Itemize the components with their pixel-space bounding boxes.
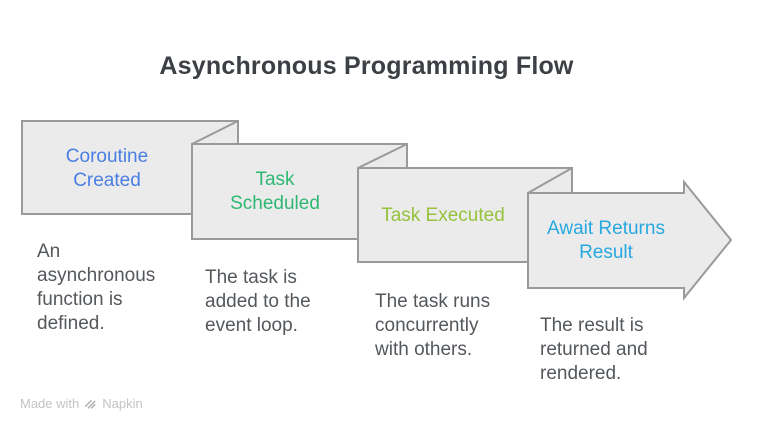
step-label-task-executed: Task Executed (381, 205, 505, 226)
step-description-4: The result is returned and rendered. (540, 315, 648, 384)
step-description-1: An asynchronous function is defined. (37, 241, 156, 334)
attribution-footer: Made with Napkin (20, 396, 143, 411)
step-label-await-returns-result: Await Returns Result (547, 218, 665, 263)
brand-label: Napkin (102, 396, 143, 411)
step-description-3: The task runs concurrently with others. (375, 291, 491, 360)
napkin-logo-icon (84, 397, 97, 410)
step-label-task-scheduled: Task Scheduled (230, 169, 320, 214)
step-label-coroutine-created: Coroutine Created (65, 146, 149, 191)
fold-line-1 (191, 120, 239, 145)
page-title: Asynchronous Programming Flow (159, 52, 574, 80)
step-arrow-shape (527, 179, 733, 301)
made-with-label: Made with (20, 396, 80, 411)
fold-line-2 (357, 143, 408, 169)
step-description-2: The task is added to the event loop. (205, 267, 311, 336)
fold-line-3 (527, 167, 573, 194)
